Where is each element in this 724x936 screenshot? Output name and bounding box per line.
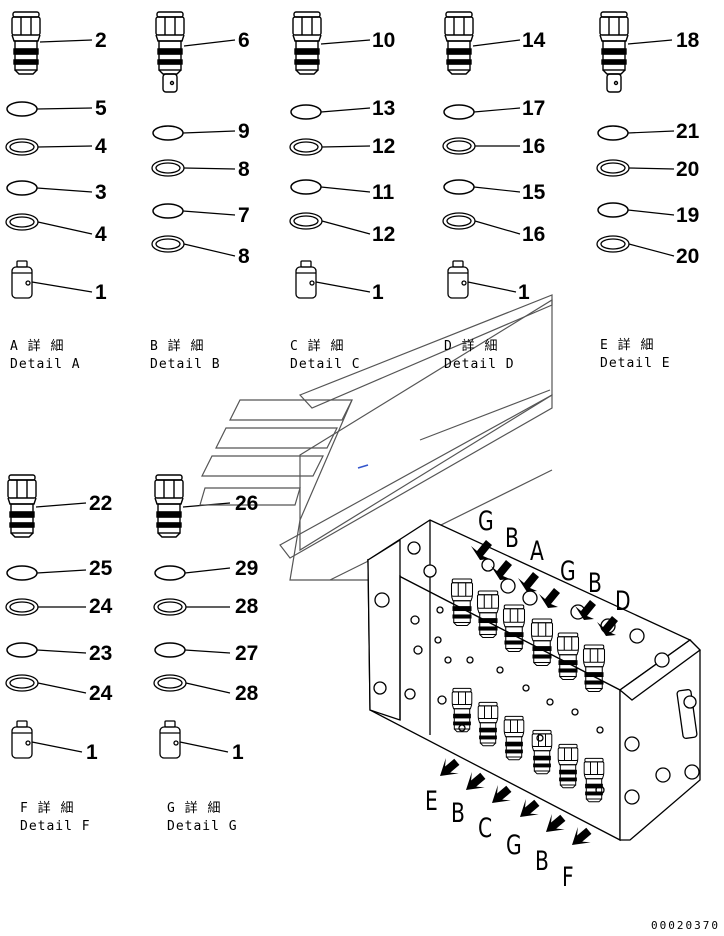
callout-a-1: 2 [95,29,107,52]
caption-e-jp: E 詳 細 [600,338,655,353]
callout-b-3: 8 [238,158,250,181]
callout-d-3: 16 [522,135,546,158]
caption-detail-b: B 詳 細 Detail B [150,338,221,374]
caption-e-en: Detail E [600,356,671,371]
callout-d-5: 16 [522,223,546,246]
callout-a-5: 4 [95,223,107,246]
caption-detail-g: G 詳 細 Detail G [167,800,238,836]
callout-f-1: 22 [89,492,113,515]
callout-g-6: 1 [232,741,244,764]
callout-c-4: 11 [372,181,395,204]
callout-e-1: 18 [676,29,700,52]
detail-f-parts [5,474,87,759]
caption-g-en: Detail G [167,819,238,834]
callout-b-4: 7 [238,204,250,227]
detail-g-parts [153,474,231,759]
blue-tick [357,464,369,469]
arrow-label-bottom-4: G [506,830,522,861]
arrow-label-top-1: G [478,506,494,537]
caption-d-en: Detail D [444,357,515,372]
callout-f-5: 24 [89,682,113,705]
caption-b-jp: B 詳 細 [150,339,205,354]
callout-f-3: 24 [89,595,113,618]
drawing-number: 00020370 [651,919,720,932]
callout-b-5: 8 [238,245,250,268]
arrow-label-top-2: B [505,523,519,554]
caption-g-jp: G 詳 細 [167,801,222,816]
callout-g-3: 28 [235,595,259,618]
arrow-label-top-5: B [588,568,602,599]
arrow-label-bottom-1: E [425,786,438,817]
callout-a-2: 5 [95,97,107,120]
caption-detail-a: A 詳 細 Detail A [10,338,81,374]
callout-g-2: 29 [235,557,259,580]
caption-detail-f: F 詳 細 Detail F [20,800,91,836]
callout-e-2: 21 [676,120,700,143]
arrow-label-top-6: D [615,586,631,617]
callout-f-6: 1 [86,741,98,764]
detail-e-parts [596,12,675,257]
detail-b-parts [151,12,236,257]
caption-b-en: Detail B [150,357,221,372]
caption-detail-e: E 詳 細 Detail E [600,337,671,373]
caption-c-jp: C 詳 細 [290,339,345,354]
callout-g-5: 28 [235,682,259,705]
caption-a-jp: A 詳 細 [10,339,65,354]
callout-c-5: 12 [372,223,396,246]
caption-c-en: Detail C [290,357,361,372]
callout-b-1: 6 [238,29,250,52]
callout-g-4: 27 [235,642,259,665]
caption-f-en: Detail F [20,819,91,834]
callout-a-6: 1 [95,281,107,304]
callout-f-2: 25 [89,557,113,580]
callout-e-5: 20 [676,245,700,268]
callout-d-6: 1 [518,281,530,304]
detail-d-parts [442,11,521,299]
callout-c-3: 12 [372,135,396,158]
callout-e-4: 19 [676,204,700,227]
callout-c-2: 13 [372,97,396,120]
callout-c-6: 1 [372,281,384,304]
arrow-label-bottom-6: F [562,862,574,893]
caption-a-en: Detail A [10,357,81,372]
callout-d-1: 14 [522,29,546,52]
callout-e-3: 20 [676,158,700,181]
callout-g-1: 26 [235,492,259,515]
callout-a-3: 4 [95,135,107,158]
detail-a-parts [5,11,93,299]
caption-detail-d: D 詳 細 Detail D [444,338,515,374]
callout-d-2: 17 [522,97,546,120]
callout-b-2: 9 [238,120,250,143]
arrow-label-bottom-2: B [451,798,465,829]
callout-c-1: 10 [372,29,396,52]
callout-d-4: 15 [522,181,546,204]
detail-c-parts [289,11,371,299]
arrow-label-bottom-3: C [478,813,493,844]
arrow-label-bottom-5: B [535,846,549,877]
control-valve-assembly [366,519,701,842]
arrow-label-top-4: G [560,556,576,587]
arrow-label-top-3: A [530,536,544,567]
caption-detail-c: C 詳 細 Detail C [290,338,361,374]
caption-f-jp: F 詳 細 [20,801,75,816]
caption-d-jp: D 詳 細 [444,339,499,354]
callout-f-4: 23 [89,642,113,665]
callout-a-4: 3 [95,181,107,204]
